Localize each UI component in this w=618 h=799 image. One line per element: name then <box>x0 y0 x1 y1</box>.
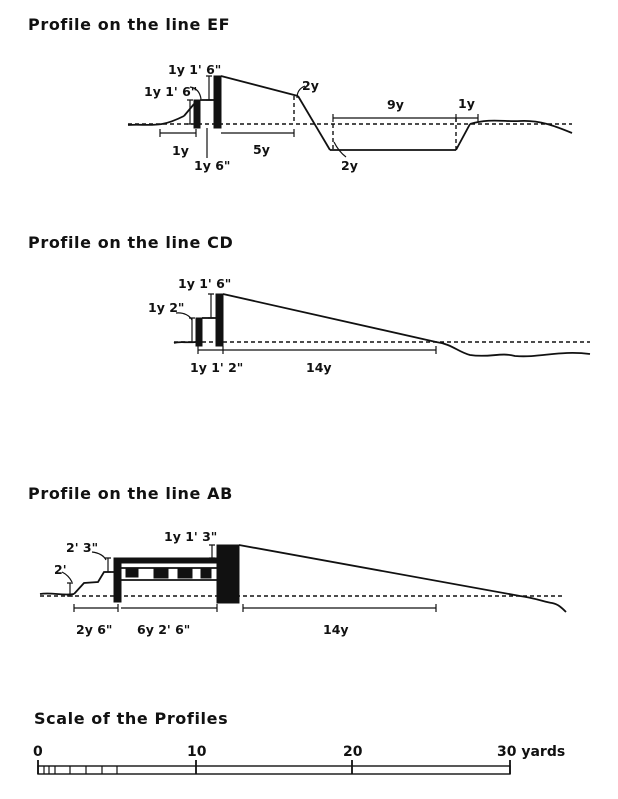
scale-tick-label: 30 yards <box>497 744 565 760</box>
ef-parapet-height-label: 1y 1' 6" <box>144 84 197 99</box>
ef-parapet-pointer <box>189 86 202 100</box>
ef-ditch-top-depth-label: 2y <box>302 78 319 93</box>
ef-escarp <box>297 95 331 151</box>
ef-right-ground <box>469 119 573 134</box>
cd-parapet-label: 1y 1' 6" <box>178 276 231 291</box>
profile-cd-title: Profile on the line CD <box>28 233 233 252</box>
ef-parapet-top <box>220 75 299 97</box>
ef-counterscarp-label: 1y <box>458 96 475 111</box>
ef-berm-label: 1y <box>172 143 189 158</box>
ab-casemate-block <box>200 567 212 579</box>
ef-berm-dim <box>159 129 197 137</box>
cd-main-wall <box>215 293 224 347</box>
profile-cd: Profile on the line CD 1y 1' 6" 1y 2" 1y… <box>28 233 591 375</box>
cd-step-width-label: 1y 1' 2" <box>190 360 243 375</box>
profile-ab-title: Profile on the line AB <box>28 484 233 503</box>
ab-glacis <box>238 544 521 597</box>
scale-title: Scale of the Profiles <box>34 709 228 728</box>
ab-parapet-marker <box>209 544 215 559</box>
ab-casemate-block <box>177 567 193 579</box>
ab-front-width-label: 2y 6" <box>76 622 112 637</box>
cd-glacis-dim <box>223 346 437 354</box>
ab-rear-wall <box>216 544 240 604</box>
ab-wall-marker <box>105 557 111 573</box>
ab-step-marker <box>67 582 73 597</box>
ab-step-height-label: 2' <box>54 562 67 577</box>
ab-front-wall <box>113 557 122 603</box>
ab-gallery-width-label: 6y 2' 6" <box>137 622 190 637</box>
ef-ditch-width-label: 9y <box>387 97 404 112</box>
ab-wall-height-label: 2' 3" <box>66 540 98 555</box>
scale-tick-label: 10 <box>187 744 207 760</box>
cd-glacis <box>222 293 437 343</box>
ef-rampart-width-label: 5y <box>253 142 270 157</box>
ab-casemate-roof <box>120 557 218 564</box>
ef-ditch-top-dim <box>332 114 457 122</box>
ef-depth-pointer <box>296 85 306 99</box>
scale-bar <box>37 765 511 775</box>
profile-ef-title: Profile on the line EF <box>28 15 230 34</box>
scale-bar-group: Scale of the Profiles 0 10 20 30 yards <box>33 709 565 775</box>
ef-rampart-dim <box>221 129 295 137</box>
ab-casemate-block <box>153 567 169 579</box>
ab-outer-steps <box>73 571 114 595</box>
cd-parapet-marker <box>208 293 214 319</box>
ef-left-ground <box>127 115 185 126</box>
ab-glacis-dim <box>242 604 437 612</box>
ab-glacis-label: 14y <box>323 622 349 637</box>
scale-tick-label: 0 <box>33 744 43 760</box>
ab-wall-pointer <box>91 551 107 561</box>
ab-parapet-label: 1y 1' 3" <box>164 529 217 544</box>
ef-post-height-marker <box>187 99 193 125</box>
cd-step-pointer <box>175 312 193 321</box>
ab-gallery-width-dim <box>121 604 218 612</box>
cd-step-block <box>195 317 203 347</box>
cd-step-width-dim <box>197 346 224 354</box>
ab-right-ground <box>519 595 567 613</box>
ef-counterscarp-dim <box>456 114 479 122</box>
ef-post-height-label: 1y 1' 6" <box>168 62 221 77</box>
profile-ab: Profile on the line AB 1y 1' 3" 2' 3" 2' <box>28 484 567 637</box>
ef-ditch-depth-pointer <box>333 141 347 158</box>
ef-post <box>193 99 201 129</box>
cd-glacis-label: 14y <box>306 360 332 375</box>
cd-step-marker <box>189 317 195 343</box>
ab-left-ground <box>39 592 75 596</box>
ef-counterscarp <box>455 123 471 151</box>
ef-outer-slope <box>183 103 195 117</box>
ab-front-width-dim <box>73 604 119 612</box>
ef-ditch-depth-label: 2y <box>341 158 358 173</box>
profile-ef: Profile on the line EF <box>28 15 573 173</box>
cd-right-ground <box>435 341 591 358</box>
ef-post-spacing-label: 1y 6" <box>194 158 230 173</box>
ab-step-pointer <box>61 571 73 583</box>
ef-wall-height-marker <box>206 75 212 101</box>
scale-tick-label: 20 <box>343 744 363 760</box>
cd-step-label: 1y 2" <box>148 300 184 315</box>
ab-casemate-block <box>125 567 139 578</box>
ef-main-wall <box>213 75 222 129</box>
